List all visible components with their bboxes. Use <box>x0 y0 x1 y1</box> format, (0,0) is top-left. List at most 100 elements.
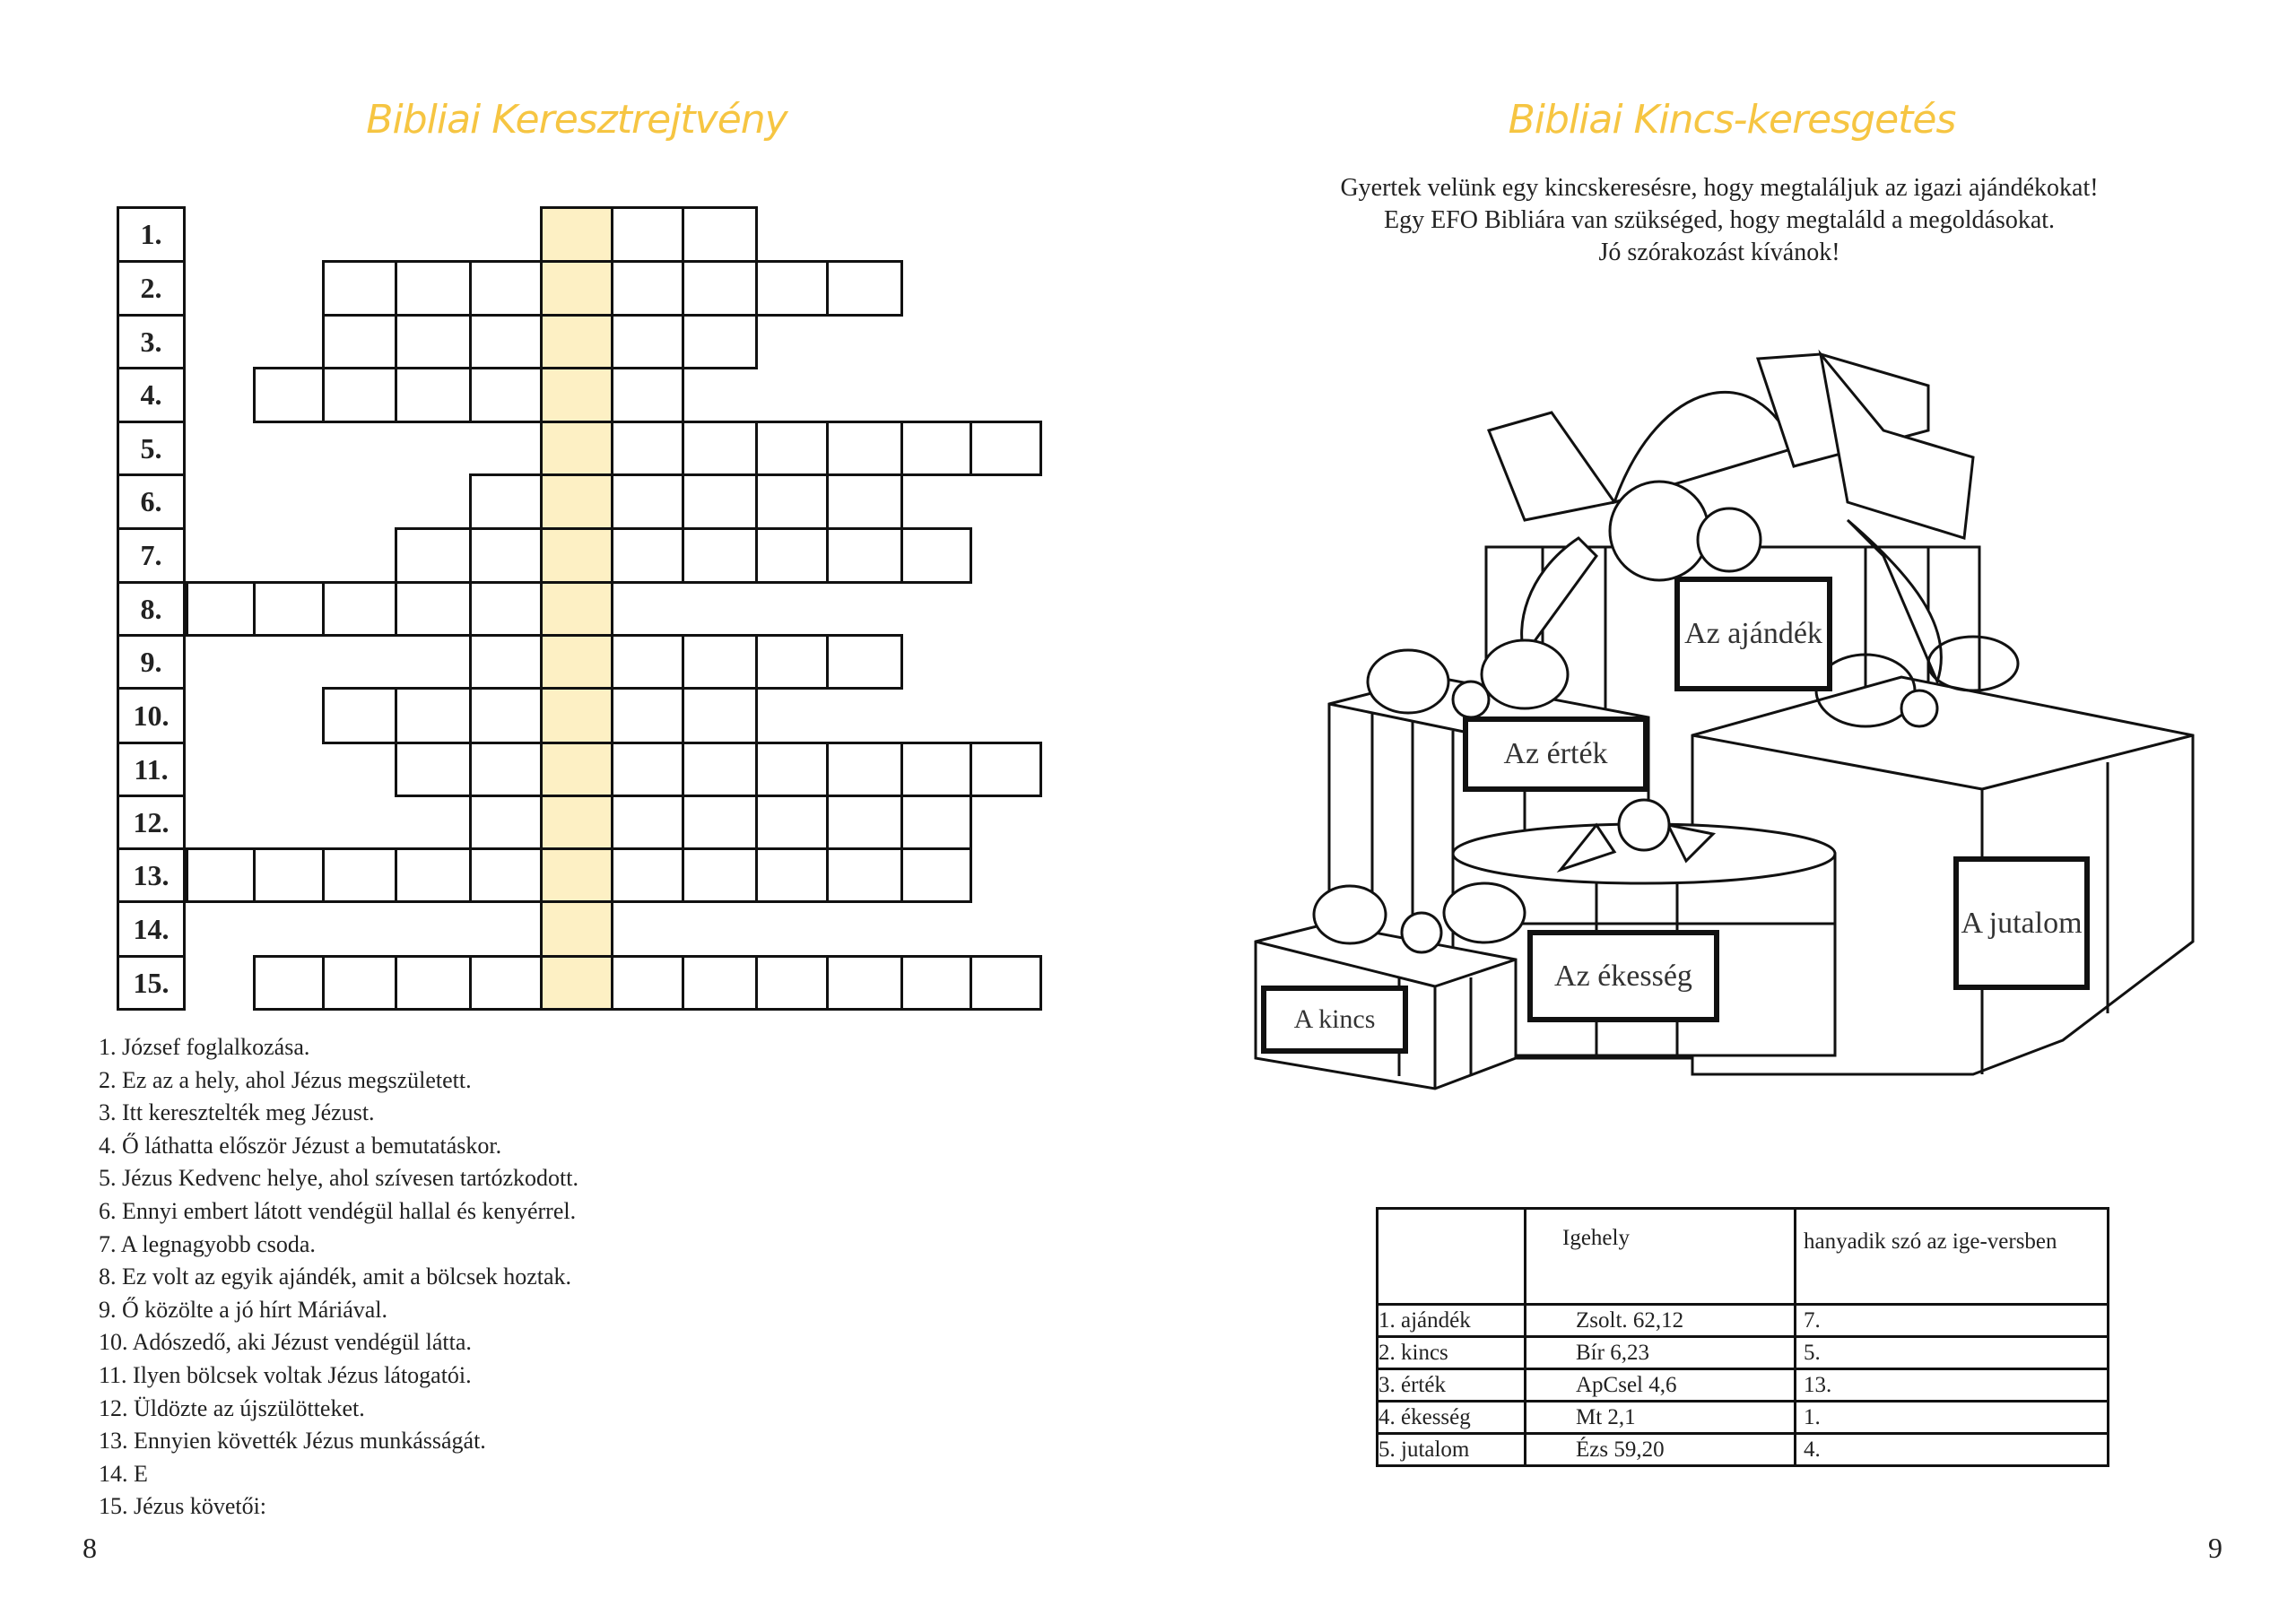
crossword-cell[interactable] <box>682 634 758 690</box>
crossword-cell[interactable] <box>826 421 903 476</box>
clue-item: 4. Ő láthatta először Jézust a bemutatás… <box>99 1132 502 1159</box>
row-number: 1. <box>117 206 186 263</box>
crossword-cell[interactable] <box>611 527 684 584</box>
page-number-right: 9 <box>2208 1532 2222 1564</box>
crossword-title: Bibliai Keresztrejtvény <box>366 97 787 143</box>
solution-cell[interactable] <box>540 742 613 797</box>
tag-ertek: Az érték <box>1463 716 1648 792</box>
table-cell: 3. érték <box>1376 1368 1526 1403</box>
clue-item: 2. Ez az a hely, ahol Jézus megszületett… <box>99 1066 472 1093</box>
table-cell: 7. <box>1794 1303 2109 1338</box>
table-cell: 5. jutalom <box>1376 1432 1526 1467</box>
table-cell: ApCsel 4,6 <box>1524 1368 1796 1403</box>
crossword-cell[interactable] <box>611 314 684 369</box>
clue-item: 9. Ő közölte a jó hírt Máriával. <box>99 1296 388 1323</box>
crossword-cell[interactable] <box>253 955 325 1011</box>
crossword-cell[interactable] <box>900 847 972 903</box>
crossword-cell[interactable] <box>469 847 543 903</box>
clue-item: 1. József foglalkozása. <box>99 1034 310 1060</box>
solution-cell[interactable] <box>540 421 613 476</box>
table-header-row: Igehely hanyadik szó az ige-versben <box>1376 1207 2109 1306</box>
crossword-cell[interactable] <box>682 687 758 744</box>
row-number: 15. <box>117 955 186 1011</box>
crossword-cell[interactable] <box>826 260 903 317</box>
intro-line-1: Gyertek velünk egy kincskeresésre, hogy … <box>1340 174 2099 202</box>
crossword-cell[interactable] <box>682 314 758 369</box>
table-cell: 4. ékesség <box>1376 1400 1526 1435</box>
crossword-cell[interactable] <box>611 687 684 744</box>
table-cell: 1. <box>1794 1400 2109 1435</box>
crossword-cell[interactable] <box>322 581 397 637</box>
clue-item: 6. Ennyi embert látott vendégül hallal é… <box>99 1197 577 1224</box>
crossword-cell[interactable] <box>826 634 903 690</box>
clue-item: 12. Üldözte az újszülötteket. <box>99 1394 365 1421</box>
page-number-left: 8 <box>83 1532 97 1564</box>
crossword-cell[interactable] <box>970 742 1042 797</box>
clue-item: 10. Adószedő, aki Jézust vendégül látta. <box>99 1329 472 1356</box>
tag-ekesseg: Az ékesség <box>1527 930 1719 1022</box>
crossword-cell[interactable] <box>186 581 256 637</box>
table-cell: 13. <box>1794 1368 2109 1403</box>
crossword-cell[interactable] <box>253 847 325 903</box>
crossword-cell[interactable] <box>826 527 903 584</box>
row-number: 7. <box>117 527 186 584</box>
crossword-cell[interactable] <box>322 367 397 423</box>
crossword-cell[interactable] <box>469 527 543 584</box>
intro-line-2: Egy EFO Bibliára van szükséged, hogy meg… <box>1383 206 2056 234</box>
crossword-cell[interactable] <box>469 260 543 317</box>
header-cell <box>1376 1207 1526 1306</box>
clue-item: 7. A legnagyobb csoda. <box>99 1230 316 1257</box>
crossword-cell[interactable] <box>970 955 1042 1011</box>
row-number: 10. <box>117 687 186 744</box>
crossword-cell[interactable] <box>900 527 972 584</box>
crossword-cell[interactable] <box>611 634 684 690</box>
crossword-cell[interactable] <box>755 847 829 903</box>
crossword-cell[interactable] <box>755 955 829 1011</box>
answer-table: Igehely hanyadik szó az ige-versben 1. a… <box>1376 1207 2109 1467</box>
crossword-cell[interactable] <box>469 473 543 530</box>
solution-cell[interactable] <box>540 900 613 958</box>
crossword-cell[interactable] <box>395 847 472 903</box>
table-cell: Mt 2,1 <box>1524 1400 1796 1435</box>
solution-cell[interactable] <box>540 687 613 744</box>
crossword-cell[interactable] <box>755 473 829 530</box>
crossword-cell[interactable] <box>395 955 472 1011</box>
crossword-cell[interactable] <box>755 527 829 584</box>
crossword-cell[interactable] <box>395 367 472 423</box>
tag-kincs: A kincs <box>1261 986 1408 1054</box>
row-number: 9. <box>117 634 186 690</box>
crossword-cell[interactable] <box>469 581 543 637</box>
crossword-cell[interactable] <box>322 260 397 317</box>
table-cell: 4. <box>1794 1432 2109 1467</box>
table-cell: 5. <box>1794 1335 2109 1370</box>
crossword-cell[interactable] <box>755 634 829 690</box>
header-cell: hanyadik szó az ige-versben <box>1794 1207 2109 1306</box>
clue-item: 13. Ennyien követték Jézus munkásságát. <box>99 1428 486 1455</box>
intro-line-3: Jó szórakozást kívánok! <box>1598 239 1840 266</box>
table-cell: 2. kincs <box>1376 1335 1526 1370</box>
table-cell: Zsolt. 62,12 <box>1524 1303 1796 1338</box>
solution-cell[interactable] <box>540 955 613 1011</box>
table-cell: Ézs 59,20 <box>1524 1432 1796 1467</box>
table-cell: 1. ajándék <box>1376 1303 1526 1338</box>
tag-jutalom: A jutalom <box>1953 856 2090 990</box>
crossword-cell[interactable] <box>826 847 903 903</box>
crossword-cell[interactable] <box>322 687 397 744</box>
treasure-hunt-title: Bibliai Kincs-keresgetés <box>1508 97 1957 143</box>
row-number: 11. <box>117 742 186 797</box>
clue-item: 15. Jézus követői: <box>99 1493 267 1520</box>
crossword-cell[interactable] <box>682 955 758 1011</box>
clue-item: 5. Jézus Kedvenc helye, ahol szívesen ta… <box>99 1165 578 1192</box>
crossword-cell[interactable] <box>826 742 903 797</box>
clue-item: 11. Ilyen bölcsek voltak Jézus látogatói… <box>99 1361 472 1388</box>
crossword-cell[interactable] <box>469 314 543 369</box>
crossword-cell[interactable] <box>970 421 1042 476</box>
header-cell: Igehely <box>1524 1207 1796 1306</box>
crossword-cell[interactable] <box>682 847 758 903</box>
clue-list: 1. József foglalkozása. 2. Ez az a hely, … <box>99 1031 578 1524</box>
